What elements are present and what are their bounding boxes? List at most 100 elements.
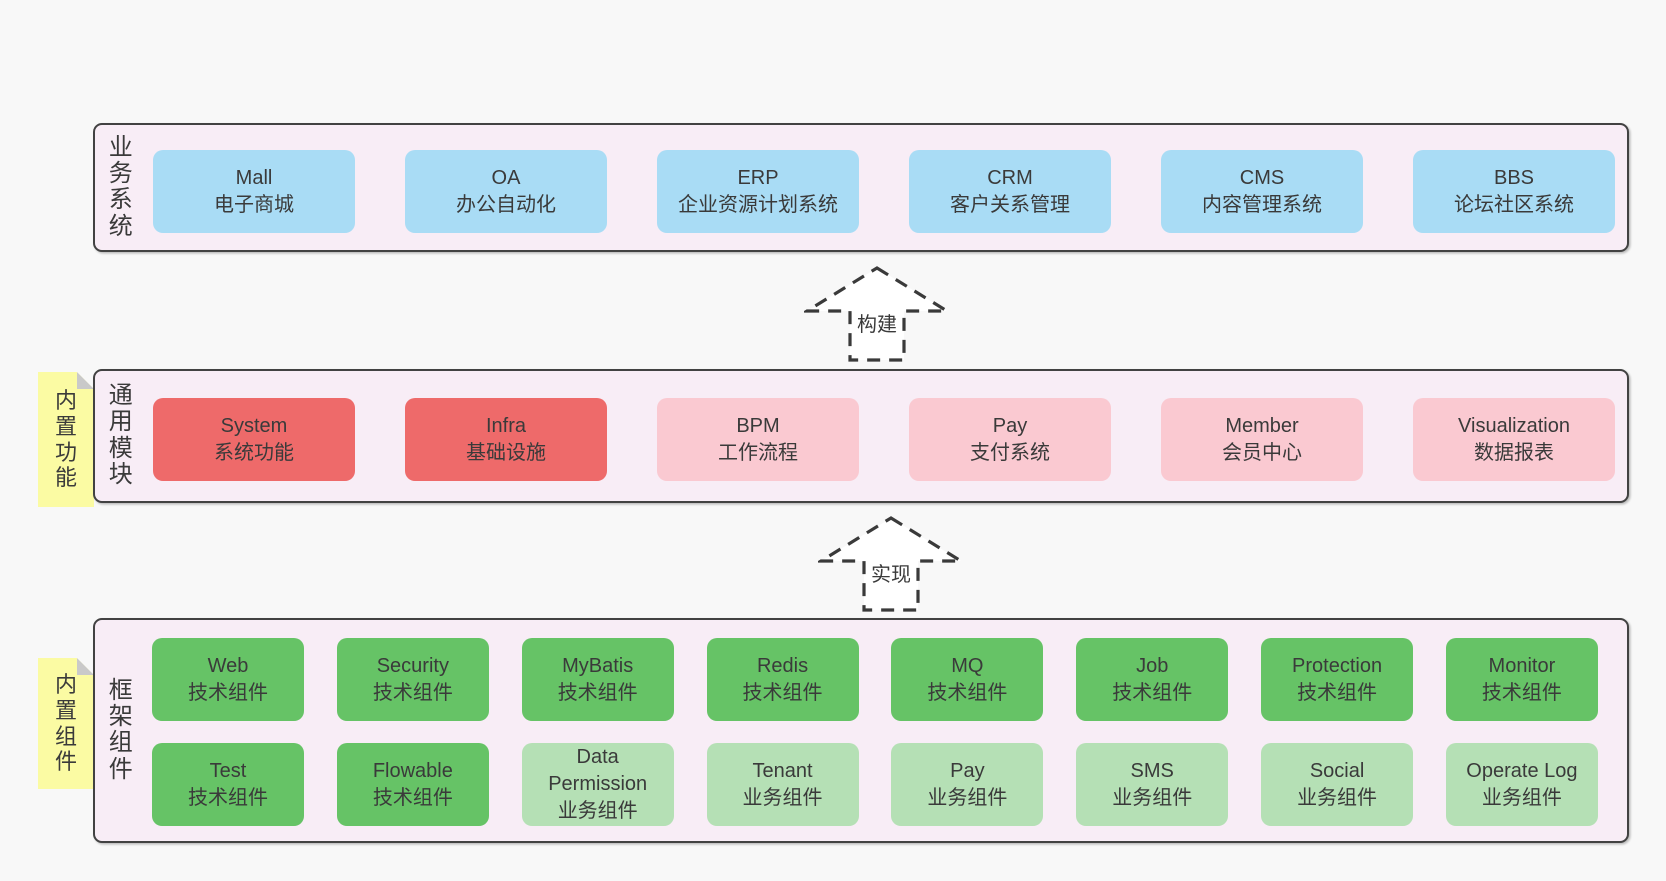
box-title-zh: 业务组件 — [927, 786, 1008, 809]
box-title-zh: 技术组件 — [1481, 681, 1562, 704]
common-modules-panel: 通用模块 System 系统功能 Infra 基础设施 BPM 工作流程 Pay… — [93, 369, 1629, 503]
box-title-zh: 技术组件 — [1112, 681, 1193, 704]
panel-title: 通用模块 — [108, 382, 133, 489]
box-title-en: SMS — [1130, 759, 1174, 782]
box-title-zh: 系统功能 — [214, 441, 294, 464]
box-web: Web 技术组件 — [152, 638, 304, 721]
box-title-zh: 工作流程 — [718, 441, 798, 464]
arrow-label: 构建 — [854, 313, 900, 337]
box-title-en: Pay — [950, 759, 985, 782]
box-title-en: System — [220, 414, 288, 437]
box-data-permission: Data Permission 业务组件 — [521, 743, 674, 826]
box-title-zh: 技术组件 — [557, 681, 638, 704]
box-title-zh: 业务组件 — [1112, 786, 1193, 809]
box-mybatis: MyBatis 技术组件 — [521, 638, 674, 721]
box-title-zh: 基础设施 — [466, 441, 546, 464]
box-title-en: Data Permission — [548, 746, 648, 795]
box-title-en: MQ — [951, 654, 984, 677]
box-security: Security 技术组件 — [336, 638, 489, 721]
box-title-zh: 业务组件 — [557, 800, 638, 822]
box-title-zh: 技术组件 — [1297, 681, 1378, 704]
box-title-zh: 企业资源计划系统 — [678, 193, 838, 216]
box-title-zh: 客户关系管理 — [950, 193, 1070, 216]
box-infra: Infra 基础设施 — [405, 398, 607, 481]
box-title-en: Visualization — [1458, 414, 1570, 437]
box-title-en: Infra — [485, 414, 527, 437]
box-title-en: ERP — [737, 166, 779, 189]
box-title-zh: 技术组件 — [188, 681, 268, 704]
box-title-zh: 技术组件 — [372, 681, 453, 704]
box-system: System 系统功能 — [153, 398, 355, 481]
components-box-row-2: Test 技术组件 Flowable 技术组件 Data Permission … — [152, 743, 1598, 826]
box-title-en: Security — [376, 654, 449, 677]
box-pay: Pay 支付系统 — [909, 398, 1111, 481]
box-title-en: Web — [207, 654, 249, 677]
box-title-en: Member — [1225, 414, 1299, 437]
box-cms: CMS 内容管理系统 — [1161, 150, 1363, 233]
modules-box-row: System 系统功能 Infra 基础设施 BPM 工作流程 Pay 支付系统… — [153, 398, 1615, 481]
business-systems-panel: 业务系统 Mall 电子商城 OA 办公自动化 ERP 企业资源计划系统 CRM… — [93, 123, 1629, 252]
implement-arrow: 实现 — [818, 515, 964, 613]
components-box-row-1: Web 技术组件 Security 技术组件 MyBatis 技术组件 Redi… — [152, 638, 1598, 721]
box-tenant: Tenant 业务组件 — [706, 743, 859, 826]
box-redis: Redis 技术组件 — [706, 638, 859, 721]
box-title-en: OA — [491, 166, 521, 189]
box-title-zh: 办公自动化 — [456, 193, 556, 216]
box-title-zh: 技术组件 — [188, 786, 268, 809]
sticky-label: 内置功能 — [54, 387, 77, 491]
box-protection: Protection 技术组件 — [1261, 638, 1414, 721]
box-crm: CRM 客户关系管理 — [909, 150, 1111, 233]
box-sms: SMS 业务组件 — [1076, 743, 1229, 826]
box-title-en: Pay — [992, 414, 1028, 437]
box-mall: Mall 电子商城 — [153, 150, 355, 233]
box-title-zh: 会员中心 — [1222, 441, 1302, 464]
framework-components-panel: 框架组件 Web 技术组件 Security 技术组件 MyBatis 技术组件… — [93, 618, 1629, 843]
box-title-en: Mall — [235, 166, 273, 189]
box-title-en: Operate Log — [1466, 759, 1578, 782]
build-arrow: 构建 — [804, 265, 950, 363]
box-title-en: Redis — [756, 654, 809, 677]
box-erp: ERP 企业资源计划系统 — [657, 150, 859, 233]
box-monitor: Monitor 技术组件 — [1445, 638, 1598, 721]
box-member: Member 会员中心 — [1161, 398, 1363, 481]
box-title-zh: 技术组件 — [372, 786, 453, 809]
box-visualization: Visualization 数据报表 — [1413, 398, 1615, 481]
box-title-en: Social — [1309, 759, 1365, 782]
box-bbs: BBS 论坛社区系统 — [1413, 150, 1615, 233]
box-title-en: BPM — [736, 414, 780, 437]
box-title-en: Test — [209, 759, 247, 782]
sticky-label: 内置组件 — [54, 671, 77, 775]
box-title-zh: 内容管理系统 — [1202, 193, 1322, 216]
box-title-en: Monitor — [1488, 654, 1556, 677]
box-title-zh: 业务组件 — [742, 786, 823, 809]
box-title-en: CMS — [1239, 166, 1285, 189]
box-title-zh: 数据报表 — [1474, 441, 1554, 464]
box-title-zh: 论坛社区系统 — [1454, 193, 1574, 216]
box-operate-log: Operate Log 业务组件 — [1445, 743, 1598, 826]
folded-corner-icon — [77, 372, 94, 389]
box-flowable: Flowable 技术组件 — [336, 743, 489, 826]
box-title-zh: 业务组件 — [1481, 786, 1562, 809]
box-title-en: BBS — [1493, 166, 1535, 189]
folded-corner-icon — [77, 658, 94, 675]
box-test: Test 技术组件 — [152, 743, 304, 826]
box-title-zh: 电子商城 — [214, 193, 294, 216]
box-title-zh: 业务组件 — [1297, 786, 1378, 809]
arrow-label: 实现 — [868, 563, 914, 587]
box-social: Social 业务组件 — [1261, 743, 1414, 826]
box-pay-component: Pay 业务组件 — [891, 743, 1044, 826]
box-title-en: Tenant — [752, 759, 813, 782]
box-title-en: Flowable — [372, 759, 453, 782]
box-title-zh: 支付系统 — [970, 441, 1050, 464]
box-title-en: CRM — [987, 166, 1033, 189]
box-title-en: Job — [1136, 654, 1169, 677]
builtin-features-sticky-note: 内置功能 — [38, 372, 94, 507]
box-oa: OA 办公自动化 — [405, 150, 607, 233]
box-title-zh: 技术组件 — [927, 681, 1008, 704]
panel-title: 业务系统 — [108, 133, 133, 240]
business-box-row: Mall 电子商城 OA 办公自动化 ERP 企业资源计划系统 CRM 客户关系… — [153, 150, 1615, 233]
box-title-en: MyBatis — [562, 654, 634, 677]
box-mq: MQ 技术组件 — [891, 638, 1044, 721]
builtin-components-sticky-note: 内置组件 — [38, 658, 94, 789]
